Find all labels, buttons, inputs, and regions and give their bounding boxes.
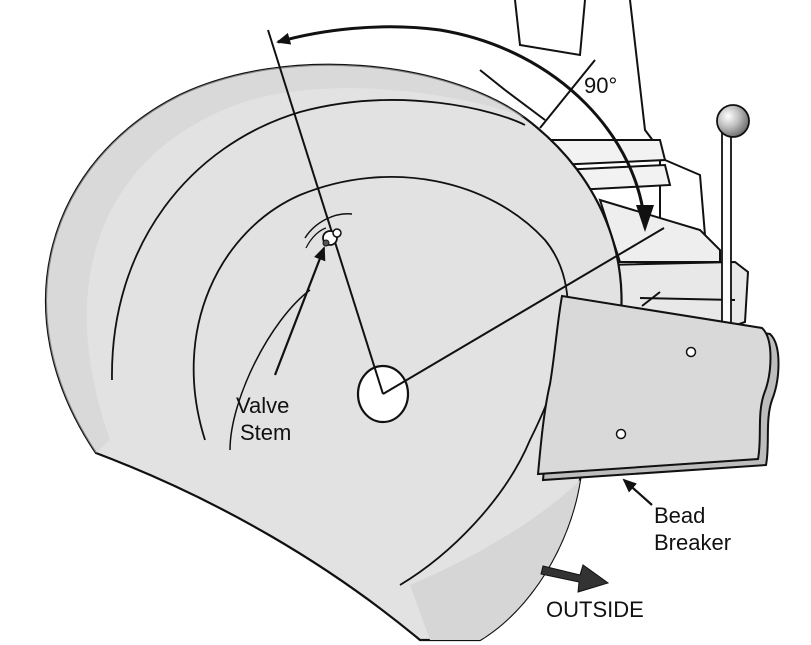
bead-breaker-pointer [622,478,653,506]
curved-arrow-icon [276,25,647,229]
angle-label: 90° [584,73,617,98]
bead-breaker-label-line1: Bead [654,503,705,528]
curved-arrow-start-head [636,205,654,232]
reference-line-valve [267,29,384,395]
valve-stem-pointer [273,246,326,376]
valve-stem-icon [304,213,353,249]
arrow-right-icon [540,564,610,593]
bead-breaker-plate [536,294,780,482]
valve-stem-label-line2: Stem [240,420,291,445]
lever-knob-icon [716,104,750,138]
outside-label: OUTSIDE [546,597,644,622]
tire-inner-ring-2 [192,176,569,586]
tire-tread-edge [46,64,525,453]
reference-line-bead [382,227,665,395]
bead-breaker-label-line2: Breaker [654,530,731,555]
tire-shadow-bottom [410,480,580,640]
tire [44,63,623,642]
tire-inner-ring-3 [229,289,311,451]
valve-stem-label-line1: Valve [236,393,289,418]
tire-inner-ring-1 [111,99,526,381]
lever [716,104,750,329]
